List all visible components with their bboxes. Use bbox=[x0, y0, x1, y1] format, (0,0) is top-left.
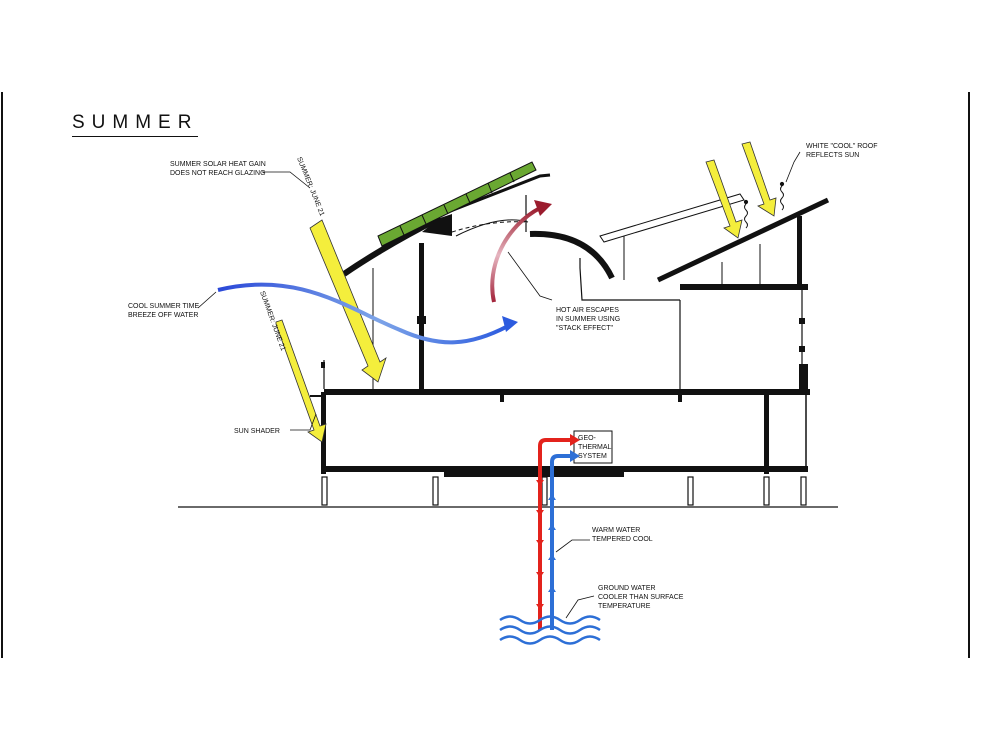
cool-breeze-arrow bbox=[217, 282, 509, 345]
hot-air-arrow bbox=[490, 206, 541, 303]
hot-air-label-1: HOT AIR ESCAPES bbox=[556, 307, 619, 314]
geothermal-label-2: THERMAL bbox=[578, 444, 612, 451]
sun-ray-arrow-shader bbox=[275, 319, 327, 443]
cool-pipe-flow-arrows bbox=[548, 494, 556, 592]
breeze-label-1: COOL SUMMER TIME bbox=[128, 303, 200, 310]
sun-shader-label: SUN SHADER bbox=[234, 428, 280, 435]
sun-june-label: SUMMER: JUNE 21 bbox=[295, 156, 325, 217]
cool-roof-label-2: REFLECTS SUN bbox=[806, 152, 859, 159]
hot-air-label-3: "STACK EFFECT" bbox=[556, 325, 613, 332]
sun-ray-arrow-roof-1 bbox=[705, 159, 743, 239]
hot-air-label-2: IN SUMMER USING bbox=[556, 316, 620, 323]
right-cool-roof bbox=[656, 197, 830, 283]
left-curved-roof bbox=[342, 215, 442, 277]
sun-ray-arrow-roof-2 bbox=[741, 141, 777, 217]
warm-water-label-1: WARM WATER bbox=[592, 527, 640, 534]
geothermal-box bbox=[573, 430, 613, 464]
ground-water-label-3: TEMPERATURE bbox=[598, 603, 651, 610]
solar-gain-label-1: SUMMER SOLAR HEAT GAIN bbox=[170, 161, 266, 168]
house-structure bbox=[310, 173, 830, 506]
ground-slab bbox=[324, 466, 808, 472]
warm-water-label-2: TEMPERED COOL bbox=[592, 536, 653, 543]
frame-right-border bbox=[968, 92, 970, 658]
cool-roof-label-1: WHITE "COOL" ROOF bbox=[806, 143, 877, 150]
warm-water-pipe bbox=[538, 438, 576, 630]
breeze-label-2: BREEZE OFF WATER bbox=[128, 312, 198, 319]
leader-lines bbox=[197, 151, 801, 619]
geothermal-label-1: GEO- bbox=[578, 435, 597, 442]
reflection-squiggles bbox=[743, 181, 785, 229]
ground-water-label-1: GROUND WATER bbox=[598, 585, 656, 592]
ground-water-label-2: COOLER THAN SURFACE bbox=[598, 594, 684, 601]
solar-gain-label-2: DOES NOT REACH GLAZING bbox=[170, 170, 266, 177]
floor-slab bbox=[324, 389, 810, 395]
geothermal-label-3: SYSTEM bbox=[578, 453, 607, 460]
sun-ray-arrow-main bbox=[309, 219, 387, 383]
diagram-title: SUMMER bbox=[72, 112, 199, 137]
sun-rays bbox=[275, 141, 777, 443]
cool-water-pipe bbox=[550, 454, 576, 630]
warm-pipe-flow-arrows bbox=[536, 480, 544, 610]
frame-left-border bbox=[1, 92, 3, 658]
solar-panels bbox=[377, 161, 537, 247]
ground-water-waves bbox=[499, 615, 601, 645]
